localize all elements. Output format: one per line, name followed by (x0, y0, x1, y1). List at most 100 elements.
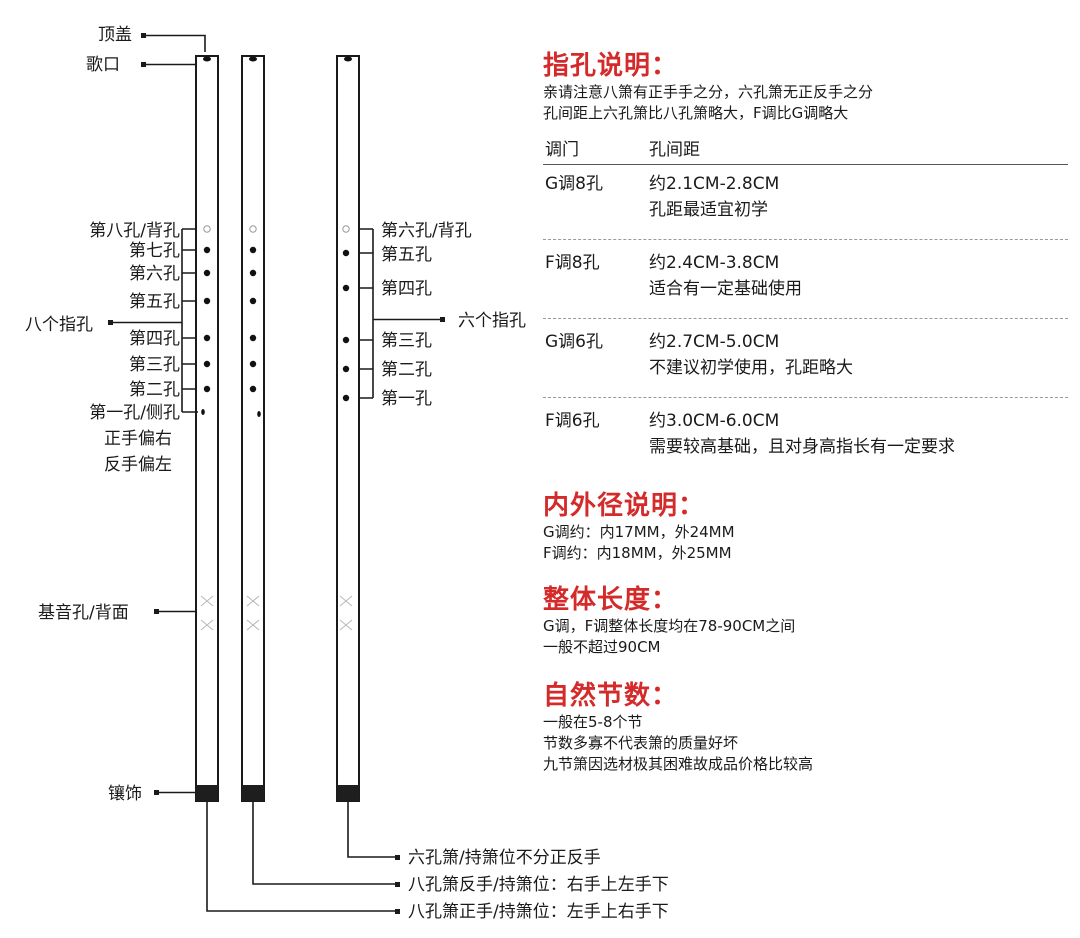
length-section: 整体长度： G调，F调整体长度均在78-90CM之间 一般不超过90CM (543, 584, 1068, 658)
finger-hole (342, 249, 350, 257)
finger-hole-title: 指孔说明： (543, 51, 679, 81)
spacing-row: F调8孔 约2.4CM-3.8CM 适合有一定基础使用 (543, 250, 1068, 302)
row-spacing: 约2.1CM-2.8CM (649, 174, 780, 194)
finger-hole (342, 394, 350, 402)
header-spacing: 孔间距 (649, 139, 700, 160)
finger-hole (203, 334, 211, 342)
eight-hole-label: 第七孔 (129, 241, 180, 261)
joints-title: 自然节数： (543, 681, 679, 711)
six-hole-label: 第六孔/背孔 (381, 221, 472, 241)
diameter-line: G调约：内17MM，外24MM (543, 523, 735, 541)
top-cap-label: 顶盖 (98, 25, 132, 45)
diameter-title: 内外径说明： (543, 491, 706, 521)
side-hole-note-normal: 正手偏右 (104, 429, 172, 449)
finger-hole (249, 385, 257, 393)
mouthpiece-label: 歌口 (86, 55, 120, 75)
finger-hole (203, 360, 211, 368)
six-hole-labels: 第六孔/背孔 第五孔 第四孔 第三孔 第二孔 第一孔 (381, 221, 472, 409)
row-spacing: 约2.4CM-3.8CM (649, 253, 780, 273)
row-key: G调8孔 (545, 174, 603, 194)
row-note: 适合有一定基础使用 (649, 279, 802, 299)
eight-hole-label: 第一孔/侧孔 (89, 403, 180, 423)
pipe-eight-hole-normal (195, 55, 219, 802)
row-key: G调6孔 (545, 332, 603, 352)
mouthpiece-mark (203, 56, 211, 62)
six-hole-label: 第二孔 (381, 360, 432, 380)
spacing-row: F调6孔 约3.0CM-6.0CM 需要较高基础，且对身高指长有一定要求 (543, 408, 1068, 460)
six-hole-label: 第一孔 (381, 389, 432, 409)
row-detail: 约2.1CM-2.8CM 孔距最适宜初学 (649, 171, 1068, 223)
eight-hole-label: 第六孔 (129, 264, 180, 284)
eight-hole-label: 第二孔 (129, 380, 180, 400)
joints-line: 九节箫因选材极其困难故成品价格比较高 (543, 755, 814, 773)
diameter-line: F调约：内18MM，外25MM (543, 544, 732, 562)
row-spacing: 约3.0CM-6.0CM (649, 411, 780, 431)
eight-finger-holes-label: 八个指孔 (25, 315, 93, 335)
finger-hole (342, 336, 350, 344)
finger-hole (203, 385, 211, 393)
length-line: G调，F调整体长度均在78-90CM之间 (543, 617, 796, 635)
finger-hole (203, 297, 211, 305)
six-hole-grip-label: 六孔箫/持箫位不分正反手 (408, 848, 601, 868)
eight-hole-label: 第三孔 (129, 355, 180, 375)
finger-hole (249, 246, 257, 254)
finger-hole-line: 孔间距上六孔箫比八孔箫略大，F调比G调略大 (543, 104, 849, 122)
row-key: F调8孔 (545, 253, 600, 273)
back-hole (342, 225, 350, 233)
diameter-section: 内外径说明： G调约：内17MM，外24MM F调约：内18MM，外25MM (543, 490, 1068, 564)
spacing-table-header: 调门 孔间距 (543, 130, 1068, 165)
back-hole (249, 225, 257, 233)
finger-hole-section: 指孔说明： 亲请注意八箫有正手手之分，六孔箫无正反手之分 孔间距上六孔箫比八孔箫… (543, 50, 1068, 460)
spacing-row: G调8孔 约2.1CM-2.8CM 孔距最适宜初学 (543, 171, 1068, 223)
header-key: 调门 (545, 139, 579, 160)
row-divider (543, 239, 1068, 240)
row-spacing: 约2.7CM-5.0CM (649, 332, 780, 352)
eight-hole-normal-grip-label: 八孔箫正手/持箫位：左手上右手下 (408, 902, 669, 922)
finger-hole (249, 269, 257, 277)
pipe-six-hole (336, 55, 360, 802)
eight-hole-labels: 第八孔/背孔 第七孔 第六孔 第五孔 第四孔 第三孔 第二孔 第一孔/侧孔 (89, 221, 180, 423)
finger-hole (342, 284, 350, 292)
side-hole (201, 409, 205, 415)
ornament-label: 镶饰 (108, 783, 142, 804)
spacing-row: G调6孔 约2.7CM-5.0CM 不建议初学使用，孔距略大 (543, 329, 1068, 381)
info-panel: 指孔说明： 亲请注意八箫有正手手之分，六孔箫无正反手之分 孔间距上六孔箫比八孔箫… (543, 50, 1068, 775)
base-hole-label: 基音孔/背面 (38, 603, 129, 623)
eight-hole-label: 第八孔/背孔 (89, 221, 180, 241)
row-key: F调6孔 (545, 411, 600, 431)
six-hole-label: 第三孔 (381, 331, 432, 351)
finger-hole (203, 246, 211, 254)
six-hole-label: 第五孔 (381, 245, 432, 265)
finger-hole (203, 269, 211, 277)
joints-line: 一般在5-8个节 (543, 713, 643, 731)
finger-hole (249, 360, 257, 368)
mouthpiece-mark (249, 56, 257, 62)
eight-hole-reverse-grip-label: 八孔箫反手/持箫位：右手上左手下 (408, 875, 669, 895)
back-hole (203, 225, 211, 233)
row-note: 孔距最适宜初学 (649, 200, 768, 220)
eight-hole-label: 第五孔 (129, 292, 180, 312)
six-finger-holes-label: 六个指孔 (458, 311, 526, 331)
eight-hole-label: 第四孔 (129, 329, 180, 349)
row-detail: 约2.7CM-5.0CM 不建议初学使用，孔距略大 (649, 329, 1068, 381)
side-hole-note-reverse: 反手偏左 (104, 455, 172, 475)
joints-line: 节数多寡不代表箫的质量好坏 (543, 734, 739, 752)
side-hole (257, 411, 261, 417)
base-hole-marks (200, 595, 353, 631)
finger-hole (249, 297, 257, 305)
joints-section: 自然节数： 一般在5-8个节 节数多寡不代表箫的质量好坏 九节箫因选材极其困难故… (543, 680, 1068, 775)
row-note: 不建议初学使用，孔距略大 (649, 358, 853, 378)
row-divider (543, 397, 1068, 398)
row-note: 需要较高基础，且对身高指长有一定要求 (649, 437, 955, 457)
six-hole-label: 第四孔 (381, 279, 432, 299)
row-detail: 约2.4CM-3.8CM 适合有一定基础使用 (649, 250, 1068, 302)
pipe-eight-hole-reverse (241, 55, 265, 802)
finger-hole (249, 334, 257, 342)
finger-hole (342, 365, 350, 373)
length-title: 整体长度： (543, 585, 679, 615)
mouthpiece-mark (344, 56, 352, 62)
length-line: 一般不超过90CM (543, 638, 661, 656)
finger-hole-line: 亲请注意八箫有正手手之分，六孔箫无正反手之分 (543, 83, 874, 101)
row-detail: 约3.0CM-6.0CM 需要较高基础，且对身高指长有一定要求 (649, 408, 1068, 460)
